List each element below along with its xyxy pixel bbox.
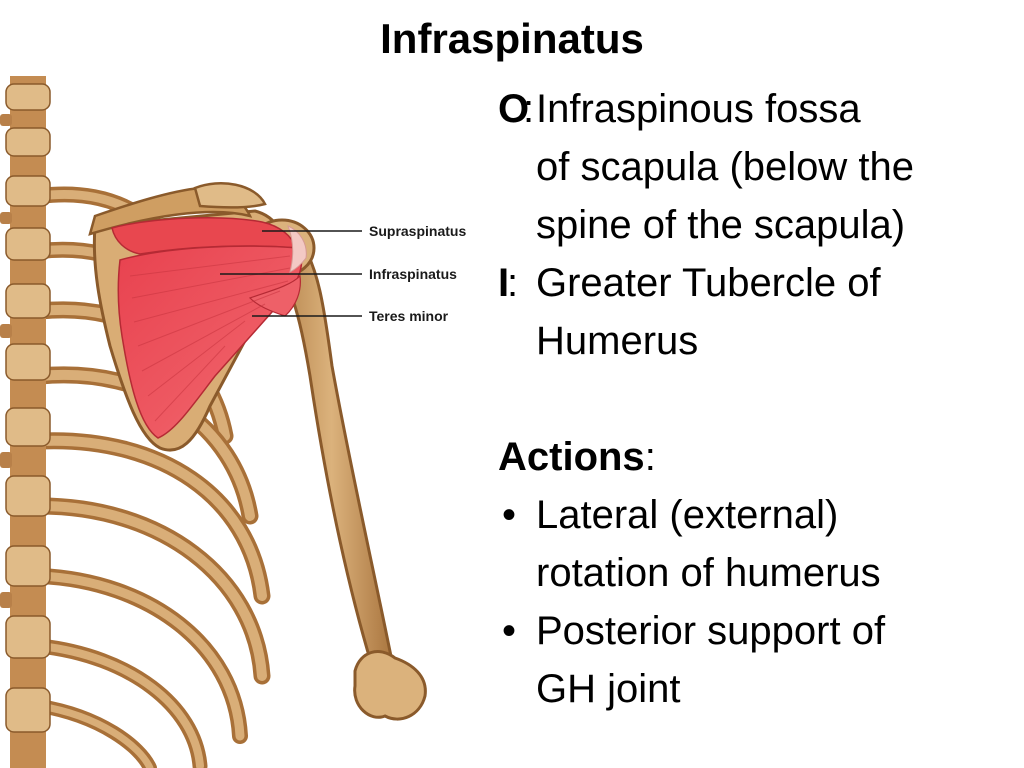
rib [36, 642, 204, 768]
vertebra [5, 127, 51, 157]
section-spacer [498, 370, 1018, 428]
action-item: • Posterior support of GH joint [498, 602, 1018, 718]
spinous-process [0, 592, 12, 608]
insertion-entry: I: Greater Tubercle of Humerus [498, 254, 1018, 370]
infraspinatus-muscle [117, 245, 303, 439]
action-line: Lateral (external) [536, 493, 839, 537]
vertebra [5, 475, 51, 517]
vertebra [5, 343, 51, 381]
rotator-cuff-muscles [111, 217, 307, 439]
actions-heading: Actions: [498, 428, 1018, 486]
actions-heading-text: Actions [498, 435, 645, 479]
spinous-process [0, 212, 12, 224]
actions-heading-colon: : [644, 435, 656, 479]
vertebra [5, 283, 51, 319]
rib [35, 435, 267, 601]
muscle-info: O: Infraspinous fossa of scapula (below … [498, 80, 1018, 718]
shoulder-anatomy-illustration: Supraspinatus Infraspinatus Teres minor [0, 76, 500, 768]
rib [36, 702, 154, 768]
insertion-line: Humerus [536, 319, 699, 363]
vertebra [5, 83, 51, 111]
teres-minor-label: Teres minor [369, 308, 449, 324]
spinous-process [0, 324, 12, 338]
action-line: rotation of humerus [536, 551, 881, 595]
supraspinatus-label: Supraspinatus [369, 223, 466, 239]
bullet-dot: • [502, 493, 517, 537]
insertion-key: I [498, 261, 510, 305]
origin-colon: : [523, 87, 535, 131]
action-item: • Lateral (external) rotation of humerus [498, 486, 1018, 602]
vertebral-column [0, 76, 51, 768]
tendon-insertion [287, 225, 307, 273]
muscle-fiber-lines [129, 255, 291, 422]
action-line: Posterior support of [536, 609, 886, 653]
rib [35, 571, 245, 741]
vertebra [5, 407, 51, 447]
action-line: GH joint [536, 667, 681, 711]
infraspinatus-label: Infraspinatus [369, 266, 457, 282]
insertion-line: Greater Tubercle of [536, 261, 881, 305]
vertebra [5, 687, 51, 733]
rib [35, 501, 267, 681]
anatomy-svg: Supraspinatus Infraspinatus Teres minor [0, 76, 466, 768]
slide-title: Infraspinatus [380, 15, 644, 62]
origin-entry: O: Infraspinous fossa of scapula (below … [498, 80, 1018, 254]
spinous-process [0, 114, 12, 126]
acromion [193, 182, 267, 209]
origin-line: of scapula (below the [536, 145, 915, 189]
rib [33, 699, 157, 768]
teres-minor-muscle [248, 274, 301, 317]
humerus-distal-end [353, 650, 427, 721]
vertebra [5, 175, 51, 207]
leader-lines [220, 230, 362, 317]
insertion-colon: : [507, 261, 519, 305]
origin-key: O [498, 87, 530, 131]
origin-line: Infraspinous fossa [536, 87, 861, 131]
bullet-dot: • [502, 609, 517, 653]
origin-line: spine of the scapula) [536, 203, 906, 247]
spinous-process [0, 452, 12, 468]
vertebra [5, 227, 51, 261]
vertebra [5, 545, 51, 587]
vertebra [5, 615, 51, 659]
